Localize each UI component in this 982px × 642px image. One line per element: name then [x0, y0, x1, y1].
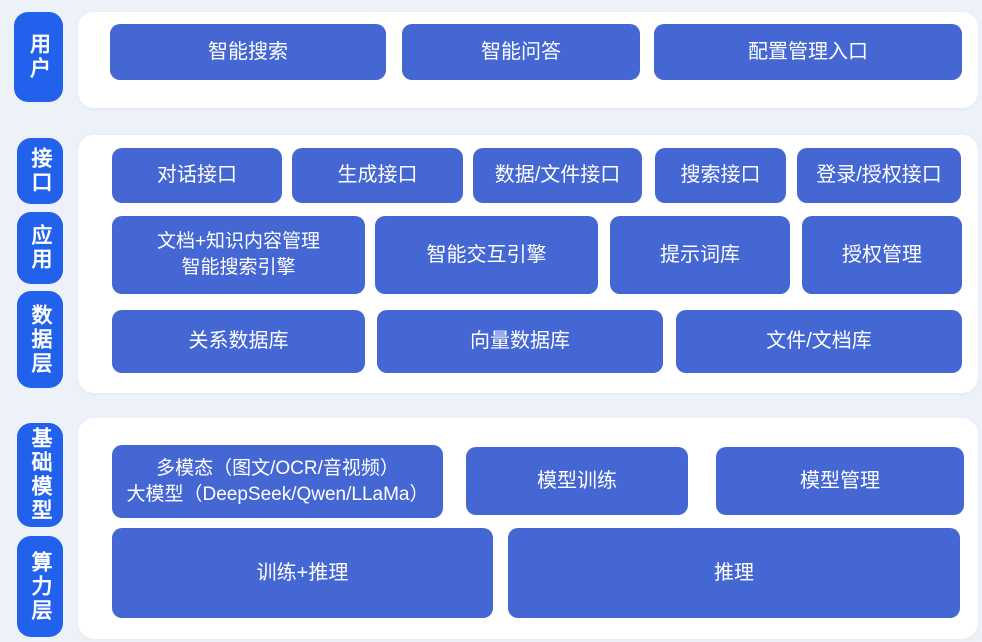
box-prompt-library: 提示词库	[610, 216, 790, 294]
box-interaction-engine: 智能交互引擎	[375, 216, 598, 294]
layer-label-foundation-model: 基础模型	[17, 423, 63, 527]
box-data-file-api: 数据/文件接口	[473, 148, 642, 203]
box-auth-management: 授权管理	[802, 216, 962, 294]
box-model-training: 模型训练	[466, 447, 688, 515]
box-relational-db: 关系数据库	[112, 310, 365, 373]
box-doc-knowledge-search-engine: 文档+知识内容管理 智能搜索引擎	[112, 216, 365, 294]
box-search-api: 搜索接口	[655, 148, 786, 203]
layer-label-user: 用户	[14, 12, 63, 102]
box-generation-api: 生成接口	[292, 148, 463, 203]
box-smart-qa: 智能问答	[402, 24, 640, 80]
box-config-management-entry: 配置管理入口	[654, 24, 962, 80]
layer-label-data: 数据层	[17, 291, 63, 388]
layer-label-compute: 算力层	[17, 536, 63, 637]
box-file-doc-store: 文件/文档库	[676, 310, 962, 373]
box-model-management: 模型管理	[716, 447, 964, 515]
box-dialog-api: 对话接口	[112, 148, 282, 203]
box-multimodal-llm: 多模态（图文/OCR/音视频） 大模型（DeepSeek/Qwen/LLaMa）	[112, 445, 443, 518]
box-login-auth-api: 登录/授权接口	[797, 148, 961, 203]
box-vector-db: 向量数据库	[377, 310, 663, 373]
box-inference: 推理	[508, 528, 960, 618]
box-train-plus-inference: 训练+推理	[112, 528, 493, 618]
layer-label-interface: 接口	[17, 138, 63, 204]
layer-label-application: 应用	[17, 212, 63, 284]
box-smart-search: 智能搜索	[110, 24, 386, 80]
